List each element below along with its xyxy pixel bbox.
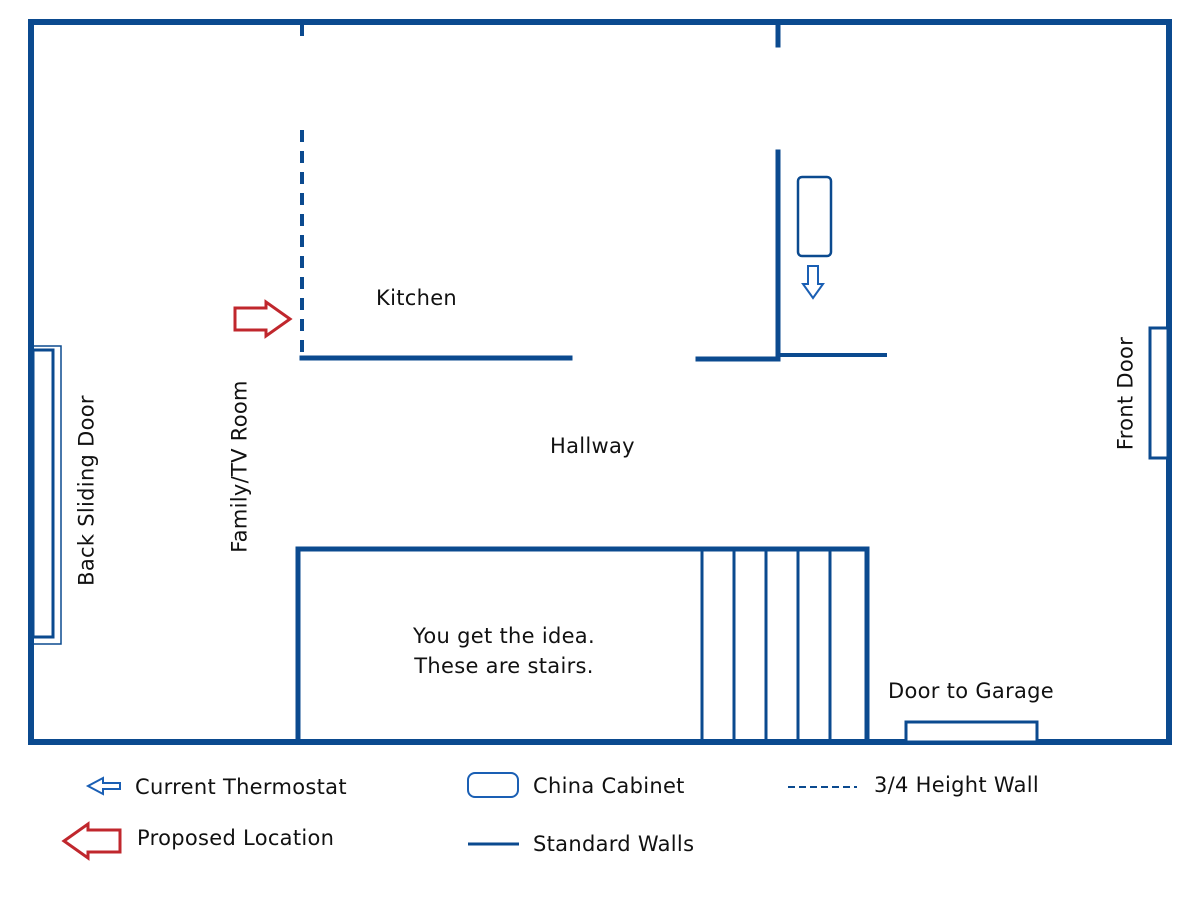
legend-three-quarter-wall-label: 3/4 Height Wall (874, 773, 1040, 797)
legend-standard-walls-label: Standard Walls (533, 832, 695, 856)
legend-china-cabinet-icon (467, 772, 519, 798)
garage-door-label: Door to Garage (888, 679, 1055, 703)
stairs-enclosure (295, 546, 870, 745)
front-door-label: Front Door (1113, 336, 1138, 451)
back-sliding-door (31, 348, 55, 639)
stairs-label-line-1: You get the idea. (413, 624, 595, 648)
stairs-label: You get the idea. These are stairs. (364, 621, 644, 681)
china-cabinet (796, 175, 833, 258)
back-sliding-door-label: Back Sliding Door (74, 395, 99, 586)
legend-china-cabinet-label: China Cabinet (533, 774, 685, 798)
hallway-label: Hallway (550, 434, 635, 458)
back-sliding-door-frame (32, 345, 62, 645)
current-thermostat-icon (801, 265, 825, 300)
front-door (1148, 326, 1170, 460)
stairs-label-line-2: These are stairs. (414, 654, 594, 678)
legend-current-thermostat-label: Current Thermostat (135, 775, 347, 799)
legend-proposed-location-label: Proposed Location (137, 826, 335, 850)
kitchen-label: Kitchen (376, 286, 458, 310)
stair-treads (700, 547, 832, 744)
garage-door (904, 720, 1039, 744)
legend-proposed-location-icon (61, 821, 122, 861)
family-room-label: Family/TV Room (227, 380, 252, 553)
legend-current-thermostat-icon (85, 776, 121, 796)
proposed-location-icon (233, 299, 293, 339)
